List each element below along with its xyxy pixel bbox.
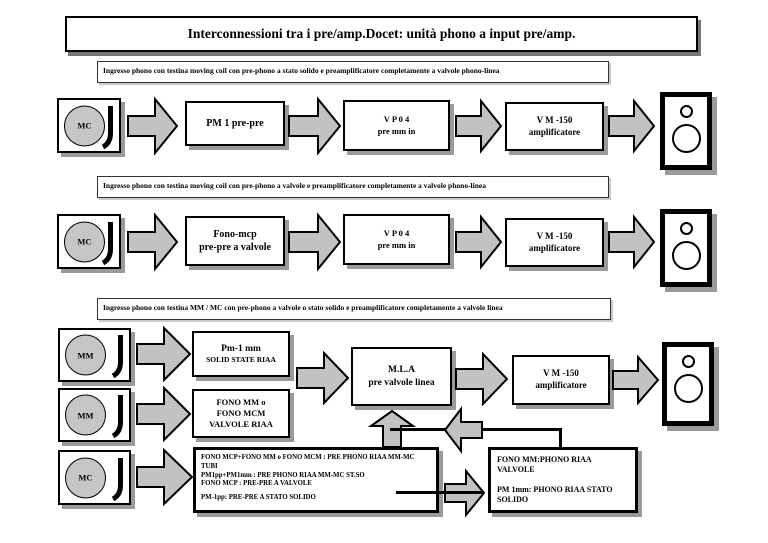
section1-header: Ingresso phono con testina moving coil c…: [97, 61, 609, 83]
block-label: VALVOLE RIAA: [209, 419, 273, 430]
speaker-icon: [660, 92, 712, 170]
block-vp04: V P 0 4 pre mm in: [343, 100, 450, 151]
flow-arrow-right-icon: [288, 96, 342, 156]
flow-arrow-right-icon: [612, 355, 660, 405]
block-label: SOLID STATE RIAA: [206, 355, 276, 365]
block-label: FONO MM o: [216, 396, 266, 407]
flow-arrow-right-icon: [127, 212, 179, 272]
tonearm-icon: [111, 395, 123, 438]
legend-line: FONO MCP : PRE-PRE A VALVOLE: [201, 480, 312, 488]
tonearm-icon: [111, 457, 123, 501]
flow-arrow-right-icon: [608, 98, 656, 154]
diagram-title: Interconnessioni tra i pre/amp.Docet: un…: [65, 16, 698, 52]
block-label: amplificatore: [528, 126, 581, 137]
note-line: FONO MM:PHONO RIAA: [497, 455, 592, 464]
speaker-icon: [662, 342, 714, 426]
block-label: pre mm in: [377, 239, 416, 250]
block-pm1mm-solid-state: Pm-1 mm SOLID STATE RIAA: [192, 331, 290, 377]
legend-line: FONO MCP+FONO MM o FONO MCM : PRE PHONO …: [201, 454, 415, 461]
tonearm-icon: [101, 105, 113, 149]
block-label: amplificatore: [528, 242, 581, 253]
block-label: pre-pre a valvole: [199, 242, 271, 253]
block-pm1-pre-pre: PM 1 pre-pre: [185, 101, 285, 146]
cartridge-label: MC: [64, 221, 105, 262]
woofer-circle: [673, 374, 703, 403]
tonearm-icon: [101, 221, 113, 265]
block-fono-mm-valvole: FONO MM o FONO MCM VALVOLE RIAA: [192, 389, 290, 438]
block-vm150-amp: V M -150 amplificatore: [512, 355, 610, 405]
block-label: V P 0 4: [383, 228, 410, 239]
flow-arrow-right-icon: [455, 98, 503, 154]
block-label: V M -150: [543, 368, 579, 379]
cartridge-label: MM: [65, 334, 106, 376]
block-label: V M -150: [536, 230, 573, 241]
woofer-circle: [671, 241, 701, 270]
flow-arrow-right-icon: [296, 351, 350, 405]
note-box: FONO MM:PHONO RIAA VALVOLE PM 1mm: PHONO…: [488, 447, 638, 513]
turntable-icon: MM: [58, 328, 131, 382]
block-label: PM 1 pre-pre: [206, 118, 264, 129]
woofer-circle: [671, 124, 701, 153]
block-vm150-amp: V M -150 amplificatore: [505, 102, 604, 151]
flow-arrow-left-icon: [443, 406, 483, 454]
block-label: Fono-mcp: [213, 229, 257, 240]
connector-line: [559, 428, 562, 450]
legend-box: FONO MCP+FONO MM o FONO MCM : PRE PHONO …: [193, 447, 439, 513]
block-label: pre mm in: [377, 125, 416, 136]
turntable-icon: MC: [57, 98, 121, 153]
block-fono-mcp: Fono-mcp pre-pre a valvole: [185, 216, 285, 266]
block-vm150-amp: V M -150 amplificatore: [505, 218, 604, 267]
note-line: VALVOLE: [497, 465, 535, 475]
cartridge-label: MC: [65, 457, 106, 498]
legend-line: PM1pp+PM1mm : PRE PHONO RIAA MM-MC ST.SO: [201, 471, 365, 479]
flow-arrow-right-icon: [136, 448, 194, 506]
flow-arrow-right-icon: [455, 352, 509, 406]
block-label: V P 0 4: [383, 114, 410, 125]
block-label: amplificatore: [535, 380, 587, 390]
flow-arrow-right-icon: [455, 214, 503, 270]
block-mla-pre-valvole: M.L.A pre valvole linea: [351, 347, 452, 406]
turntable-icon: MC: [57, 214, 121, 269]
legend-line: TUBI: [201, 462, 218, 470]
note-line: PM 1mm: PHONO RIAA STATO: [497, 484, 613, 494]
block-label: V M -150: [536, 114, 573, 125]
block-label: pre valvole linea: [368, 377, 435, 388]
tonearm-icon: [111, 335, 123, 378]
tweeter-circle: [681, 355, 695, 368]
flow-arrow-right-icon: [136, 386, 192, 442]
cartridge-label: MC: [64, 105, 105, 146]
flow-arrow-right-icon: [136, 326, 192, 382]
section3-header: Ingresso phono con testina MM / MC con p…: [97, 298, 611, 320]
block-label: FONO MCM: [216, 407, 266, 418]
block-label: M.L.A: [388, 365, 415, 376]
tweeter-circle: [679, 105, 693, 118]
flow-arrow-right-icon: [127, 96, 179, 156]
cartridge-label: MM: [65, 394, 106, 436]
turntable-icon: MM: [58, 388, 131, 442]
note-line: SOLIDO: [497, 495, 529, 505]
speaker-icon: [660, 209, 712, 287]
turntable-icon: MC: [58, 450, 131, 505]
block-label: Pm-1 mm: [221, 343, 261, 354]
flow-arrow-right-icon: [288, 212, 342, 272]
legend-line: PM-1pp: PRE-PRE A STATO SOLIDO: [201, 494, 316, 502]
tweeter-circle: [679, 222, 693, 235]
block-vp04: V P 0 4 pre mm in: [343, 214, 450, 265]
flow-arrow-right-icon: [608, 214, 656, 270]
section2-header: Ingresso phono con testina moving coil c…: [97, 176, 609, 198]
connector-line: [396, 491, 484, 494]
